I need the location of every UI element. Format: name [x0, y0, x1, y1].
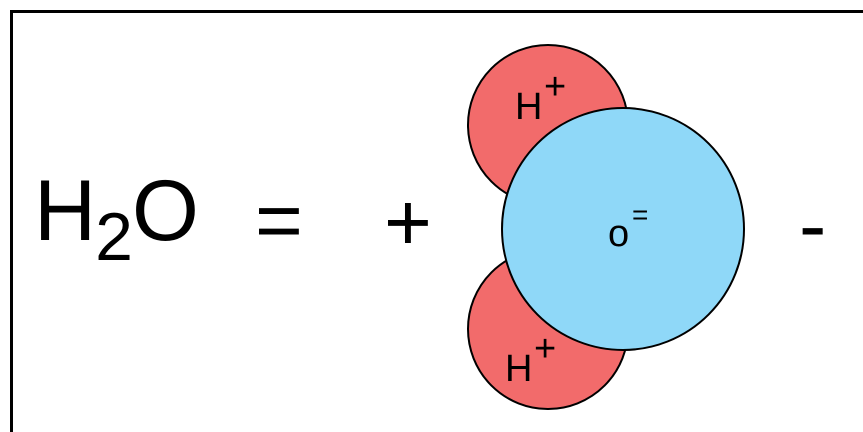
- hydrogen-top-charge: +: [544, 66, 566, 108]
- formula-subscript: 2: [95, 199, 133, 275]
- oxygen-charge: =: [632, 199, 648, 230]
- frame-top-border: [10, 10, 863, 13]
- equals-sign: =: [255, 175, 303, 266]
- negative-pole-sign: -: [799, 180, 827, 271]
- formula-hydrogen: H: [34, 163, 97, 259]
- oxygen-symbol: o: [608, 213, 629, 255]
- hydrogen-bottom-charge: +: [534, 328, 556, 370]
- hydrogen-top-symbol: H: [515, 86, 542, 128]
- positive-pole-sign: +: [384, 177, 432, 268]
- hydrogen-bottom-symbol: H: [505, 348, 532, 390]
- formula-oxygen: O: [131, 163, 199, 259]
- oxygen-atom: [501, 107, 745, 351]
- water-formula: H2O: [34, 168, 199, 271]
- frame-left-border: [10, 10, 13, 432]
